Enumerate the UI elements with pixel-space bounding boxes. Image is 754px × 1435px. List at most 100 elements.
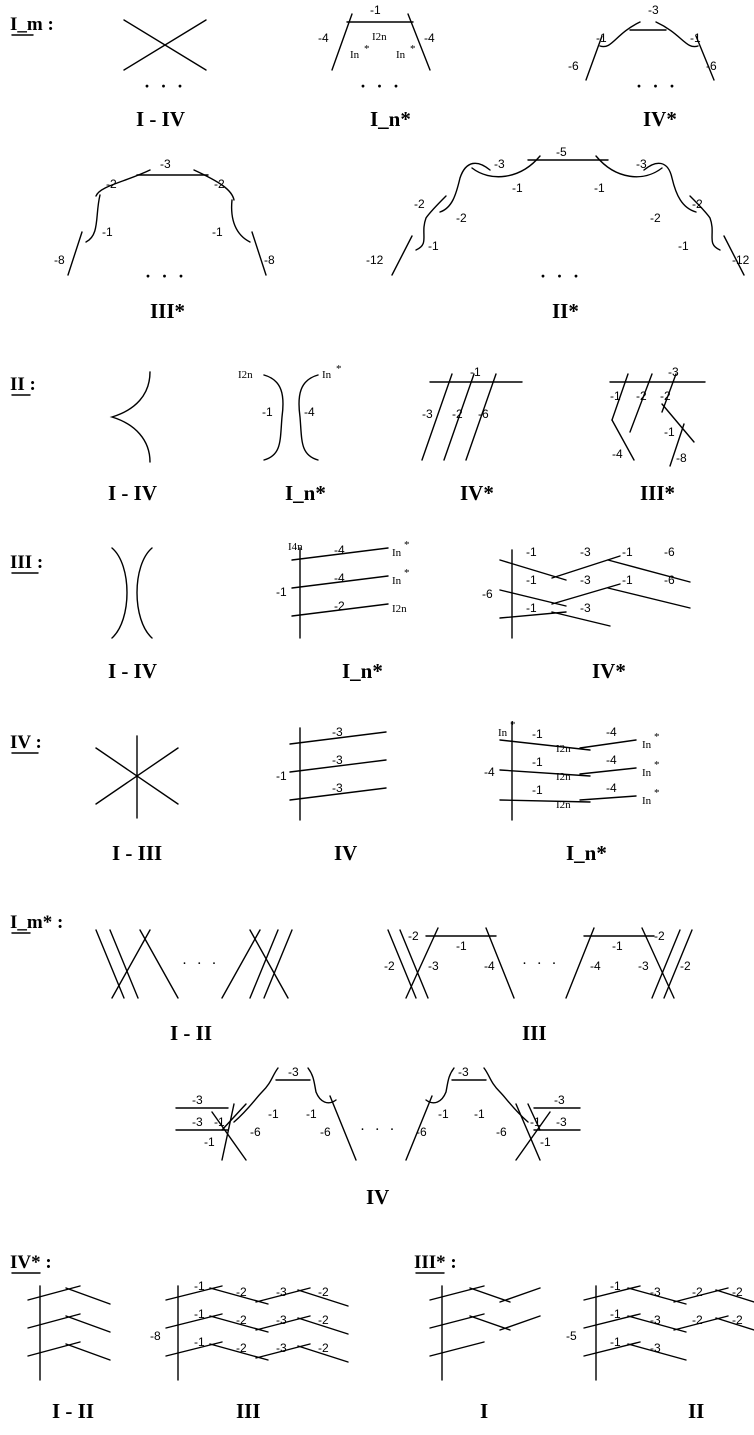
curve-stroke [233,1067,279,1123]
curve-label: -3 [580,601,591,615]
ivs-diagram-2: -1 -2 -3 -2 -8 -1 -2 -3 -2 -1 -2 -3 -2 I… [150,1279,349,1423]
caption-iii-2: I_n* [342,659,383,683]
curve-stroke [499,799,591,803]
curve-stroke [289,787,387,801]
curve-stroke [527,1103,541,1131]
curve-stroke [399,929,429,999]
iv-diagram-1: I - III [95,735,179,865]
ims-diagram-1: · · · I - II [95,929,293,1045]
curve-stroke [695,35,715,81]
curve-label: -1 [204,1135,215,1149]
curve-label: -2 [692,1313,703,1327]
curve-label: -3 [288,1065,299,1079]
curve-label: -1 [512,181,523,195]
curve-stroke [65,1343,111,1361]
curve-label: -4 [334,543,345,557]
curve-stroke [109,371,151,463]
curve-stroke [715,1289,754,1303]
curve-label: -8 [264,253,275,267]
curve-stroke [331,13,353,71]
curve-label: -1 [664,425,675,439]
curve-stroke [415,195,447,251]
curve-label: -1 [622,573,633,587]
curve-label: -1 [306,1107,317,1121]
curve-label: -12 [366,253,384,267]
curve-label: In [642,767,652,779]
curve-label: -2 [660,389,671,403]
iv-diagram-2: -3 -1 -3 -3 IV [276,725,387,865]
curve-label: -3 [458,1065,469,1079]
curve-label: -4 [606,781,617,795]
curve-label: -1 [596,31,607,45]
curve-label: -2 [318,1285,329,1299]
caption-ii-2: I_n* [285,481,326,505]
curve-label: -3 [648,3,659,17]
curve-label: In [642,795,652,807]
curve-label: -3 [192,1115,203,1129]
curve-stroke [421,373,453,461]
curve-label: -1 [428,239,439,253]
curve-stroke [425,1067,455,1104]
curve-stroke [67,231,83,276]
curve-stroke [109,929,139,999]
curve-label: -4 [606,725,617,739]
curve-label: -2 [236,1313,247,1327]
caption-ii-1: I - IV [108,481,157,505]
curve-stroke [669,423,685,467]
curve-label: -2 [732,1313,743,1327]
curve-label: -3 [668,365,679,379]
curve-stroke [499,739,591,751]
curve-stroke [655,21,699,48]
curve-stroke [439,162,491,213]
curve-stroke [95,929,125,999]
curve-stroke [251,231,267,276]
curve-stroke [661,373,677,413]
curve-label: -4 [484,959,495,973]
curve-label: -6 [416,1125,427,1139]
curve-label: -2 [650,211,661,225]
curve-stroke [643,162,697,213]
curve-label: -1 [194,1279,205,1293]
curve-label: -8 [150,1329,161,1343]
curve-stroke [715,1317,754,1331]
curve-label: * [654,787,660,799]
curve-stroke [329,1095,357,1161]
curve-label: -4 [304,405,315,419]
curve-label: -1 [612,939,623,953]
curve-stroke [263,929,293,999]
curve-label: -6 [250,1125,261,1139]
im-diagram-5: -5 -3 -3 -1 -1 -2 -2 -2 -2 -1 -1 -12 -12… [366,145,750,323]
curve-label: -3 [494,157,505,171]
curve-stroke [689,195,721,251]
curve-label: I2n [238,369,253,381]
curve-label: -2 [414,197,425,211]
iii-diagram-2: I4n -1 -4 -4 -2 In * In * I2n I_n* [276,539,410,683]
im-diagram-4: -3 -2 -2 -1 -1 -8 -8 · · · III* [54,157,275,323]
caption-im-5: II* [552,299,579,323]
curve-label: -3 [650,1313,661,1327]
curve-stroke [629,373,653,433]
curve-label: * [404,539,410,551]
curve-stroke [230,199,251,243]
curve-stroke [585,35,603,81]
curve-stroke [289,731,387,745]
curve-label: -1 [194,1307,205,1321]
curve-stroke [263,374,284,461]
caption-iiis-1: I [480,1399,488,1423]
curve-label: -3 [556,1115,567,1129]
curve-label: -3 [636,157,647,171]
curve-stroke [499,1287,541,1303]
curve-label: -6 [482,587,493,601]
curve-label: -6 [320,1125,331,1139]
curve-label: -6 [478,407,489,421]
curve-stroke [111,547,128,639]
curve-stroke [193,169,235,201]
curve-label: -2 [106,177,117,191]
curve-label: -2 [334,599,345,613]
curve-label: -1 [470,365,481,379]
curve-label: -2 [318,1313,329,1327]
curve-label: -3 [192,1093,203,1107]
ii-diagram-2: I2n In * -1 -4 I_n* [238,363,342,505]
curve-label: -3 [638,959,649,973]
curve-label: -2 [214,177,225,191]
